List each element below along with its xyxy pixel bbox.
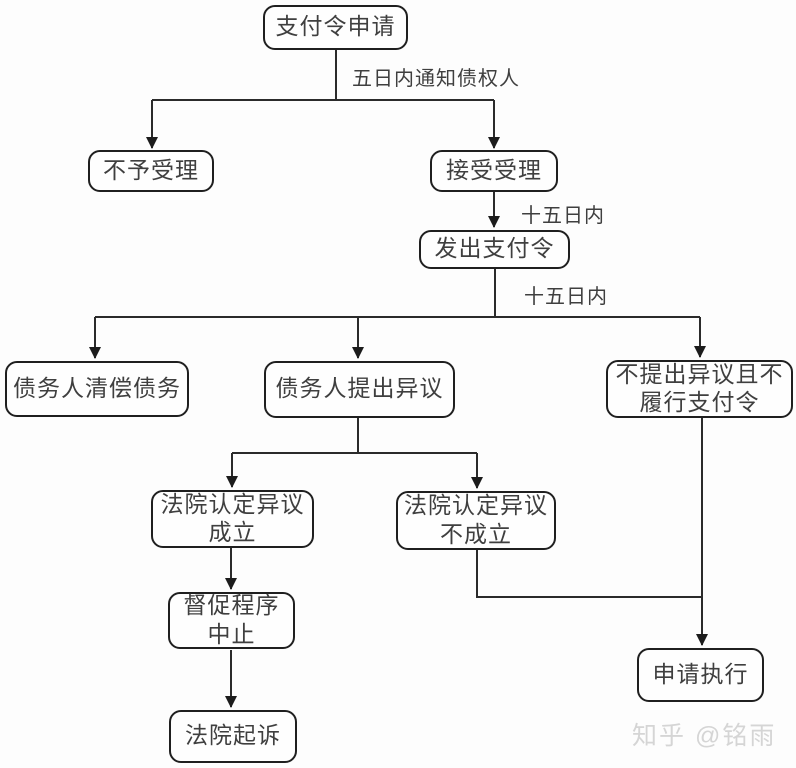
edge-label-notify-creditor-within-5-days: 五日内通知债权人 xyxy=(352,68,520,90)
node-payment-order-application: 支付令申请 xyxy=(263,5,408,50)
node-debtor-raises-objection: 债务人提出异议 xyxy=(264,361,455,418)
node-court-finds-objection-valid: 法院认定异议 成立 xyxy=(151,490,314,548)
edge-label-within-15-days-1: 十五日内 xyxy=(521,205,605,227)
node-court-lawsuit: 法院起诉 xyxy=(169,710,297,763)
node-supervision-procedure-suspended: 督促程序 中止 xyxy=(168,592,295,649)
watermark-zhihu: 知乎 @铭雨 xyxy=(632,722,777,750)
edge-label-within-15-days-2: 十五日内 xyxy=(524,286,608,308)
node-court-finds-objection-invalid: 法院认定异议 不成立 xyxy=(396,491,556,550)
node-not-accepted: 不予受理 xyxy=(88,150,214,192)
edge-invalid-to-junction xyxy=(476,549,702,598)
node-issue-payment-order: 发出支付令 xyxy=(419,230,570,269)
node-no-objection-and-no-performance: 不提出异议且不 履行支付令 xyxy=(606,360,793,418)
node-accepted: 接受受理 xyxy=(430,150,558,192)
node-debtor-settles-debt: 债务人清偿债务 xyxy=(5,361,189,417)
node-apply-for-enforcement: 申请执行 xyxy=(637,648,764,702)
